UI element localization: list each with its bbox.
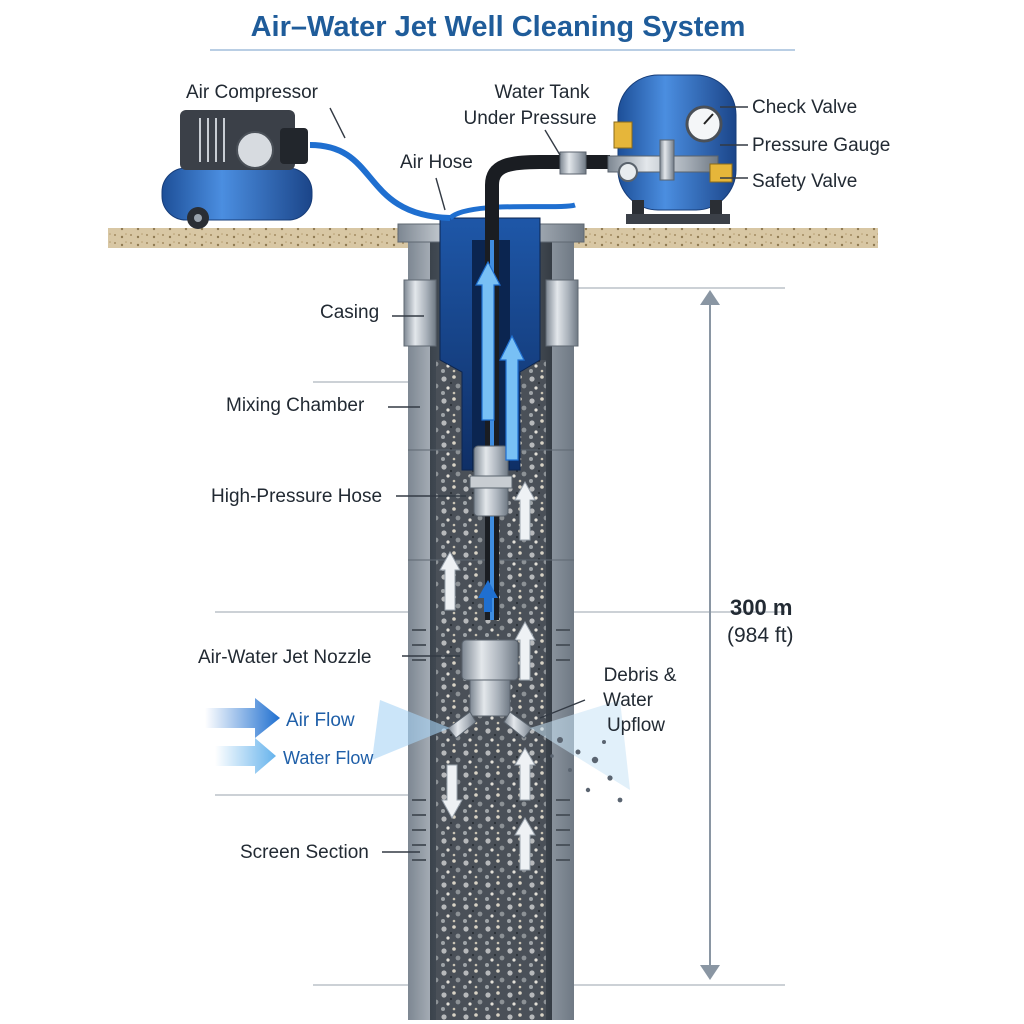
legend-air-flow: Air Flow: [286, 710, 355, 731]
air-compressor: [162, 110, 312, 229]
label-pressure-gauge: Pressure Gauge: [752, 135, 890, 156]
label-high-pressure-hose: High-Pressure Hose: [211, 486, 382, 507]
label-casing: Casing: [320, 302, 379, 323]
legend-water-flow: Water Flow: [283, 748, 374, 768]
depth-imperial: (984 ft): [727, 624, 794, 647]
label-air-compressor: Air Compressor: [186, 82, 319, 103]
label-jet-nozzle: Air-Water Jet Nozzle: [198, 647, 372, 668]
label-water: Water: [603, 690, 654, 711]
label-mixing-chamber: Mixing Chamber: [226, 395, 365, 416]
label-check-valve: Check Valve: [752, 97, 857, 118]
legend-arrows: [205, 698, 280, 774]
label-upflow: Upflow: [607, 715, 665, 736]
label-safety-valve: Safety Valve: [752, 171, 857, 192]
depth-dimension: [700, 290, 720, 980]
label-air-hose: Air Hose: [400, 152, 473, 173]
label-screen-section: Screen Section: [240, 842, 369, 863]
diagram-title: Air–Water Jet Well Cleaning System: [251, 11, 746, 43]
water-tank: [618, 75, 736, 224]
label-debris: Debris &: [604, 665, 677, 686]
label-under-pressure: Under Pressure: [463, 108, 596, 129]
label-water-tank: Water Tank: [494, 82, 590, 103]
depth-metric: 300 m: [730, 595, 792, 620]
air-hose-loop: [450, 205, 575, 218]
